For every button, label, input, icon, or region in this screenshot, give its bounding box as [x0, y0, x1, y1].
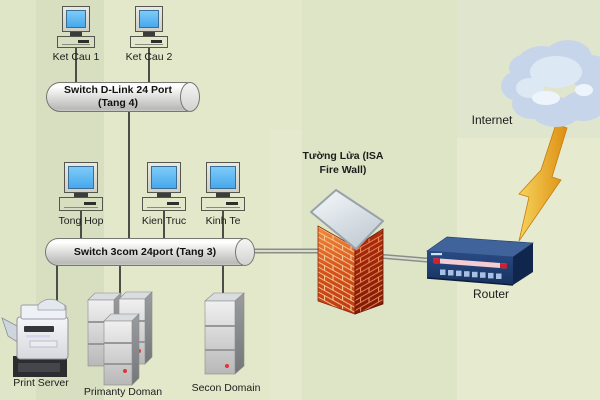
- print-server-icon: [1, 298, 69, 377]
- label-secondary-domain: Secon Domain: [191, 382, 261, 394]
- router-side-face: [513, 243, 533, 285]
- stripe-red-left: [433, 258, 440, 264]
- background-band: [270, 130, 302, 400]
- label-print-server: Print Server: [13, 377, 69, 389]
- router-stripe: [433, 258, 507, 269]
- stripe-red-right: [500, 263, 507, 269]
- monitor-icon: [64, 162, 98, 193]
- switch-dlink-label-line1: Switch D-Link 24 Port: [64, 84, 172, 96]
- screen: [210, 166, 236, 189]
- paper-tray: [1, 317, 20, 344]
- computer-base: [201, 197, 245, 211]
- router-bottom-edge: [426, 277, 514, 286]
- label-ket-cau-2: Ket Cau 2: [125, 51, 173, 63]
- computer-base: [130, 36, 168, 48]
- document-feeder: [37, 298, 66, 311]
- monitor-stand: [74, 193, 88, 197]
- label-firewall-line1: Tường Lửa (ISA: [302, 150, 384, 162]
- vent-line: [147, 207, 181, 208]
- switch-3com-end-cap: [235, 238, 255, 266]
- label-firewall-line2: Fire Wall): [319, 163, 367, 176]
- monitor-icon: [135, 6, 163, 32]
- computer-ket-cau-1: [57, 6, 95, 48]
- drive-slot: [226, 202, 238, 205]
- router-icon: [425, 236, 535, 286]
- switch-3com: Switch 3com 24port (Tang 3): [45, 238, 245, 266]
- control-panel: [24, 326, 54, 332]
- primary-domain-servers-icon: [87, 291, 153, 386]
- label-router: Router: [472, 287, 510, 301]
- firewall-icon: [310, 189, 384, 315]
- computer-base: [142, 197, 186, 211]
- label-kinh-te: Kinh Te: [205, 215, 241, 227]
- computer-ket-cau-2: [130, 6, 168, 48]
- monitor-icon: [206, 162, 240, 193]
- panel-accent: [26, 335, 50, 338]
- vent-line: [62, 44, 90, 45]
- server-tower: [103, 313, 140, 386]
- label-ket-cau-1: Ket Cau 1: [52, 51, 100, 63]
- router-ports: [440, 269, 502, 279]
- computer-base: [59, 197, 103, 211]
- internet-cloud-icon: [501, 40, 600, 127]
- computer-tong-hop: [59, 162, 103, 211]
- drive-slot: [84, 202, 96, 205]
- monitor-stand: [216, 193, 230, 197]
- drive-slot: [167, 202, 179, 205]
- monitor-stand: [157, 193, 171, 197]
- switch-dlink-end-cap: [180, 82, 200, 112]
- drop-lines: [56, 47, 224, 312]
- drive-slot: [151, 40, 162, 43]
- secondary-domain-server-icon: [204, 292, 245, 375]
- label-tong-hop: Tong Hop: [58, 215, 104, 227]
- screen: [68, 166, 94, 189]
- screen: [151, 166, 177, 189]
- screen: [66, 10, 86, 28]
- computer-kinh-te: [201, 162, 245, 211]
- monitor-stand: [143, 32, 155, 36]
- printer-body: [16, 316, 69, 360]
- monitor-icon: [62, 6, 90, 32]
- label-internet: Internet: [471, 113, 513, 127]
- drawer-panel: [18, 363, 60, 372]
- vent-line: [135, 44, 163, 45]
- output-slot: [29, 340, 58, 348]
- lightning-bolt-icon: [518, 123, 568, 242]
- firewall-right-bricks: [354, 228, 384, 315]
- computer-base: [57, 36, 95, 48]
- vent-line: [206, 207, 240, 208]
- firewall-cap: [310, 189, 384, 250]
- computer-kien-truc: [142, 162, 186, 211]
- label-primary-domain: Primanty Doman: [83, 386, 163, 398]
- switch-3com-label: Switch 3com 24port (Tang 3): [73, 245, 217, 258]
- label-firewall: Tường Lửa (ISA Fire Wall): [302, 150, 383, 177]
- monitor-icon: [147, 162, 181, 193]
- drive-slot: [78, 40, 89, 43]
- switch-dlink-label-line2: (Tang 4): [97, 97, 139, 109]
- monitor-stand: [70, 32, 82, 36]
- screen: [139, 10, 159, 28]
- router-brand-text: [431, 253, 442, 256]
- switch-dlink: Switch D-Link 24 Port (Tang 4): [46, 82, 190, 112]
- vent-line: [64, 207, 98, 208]
- label-kien-truc: Kien Truc: [141, 215, 187, 227]
